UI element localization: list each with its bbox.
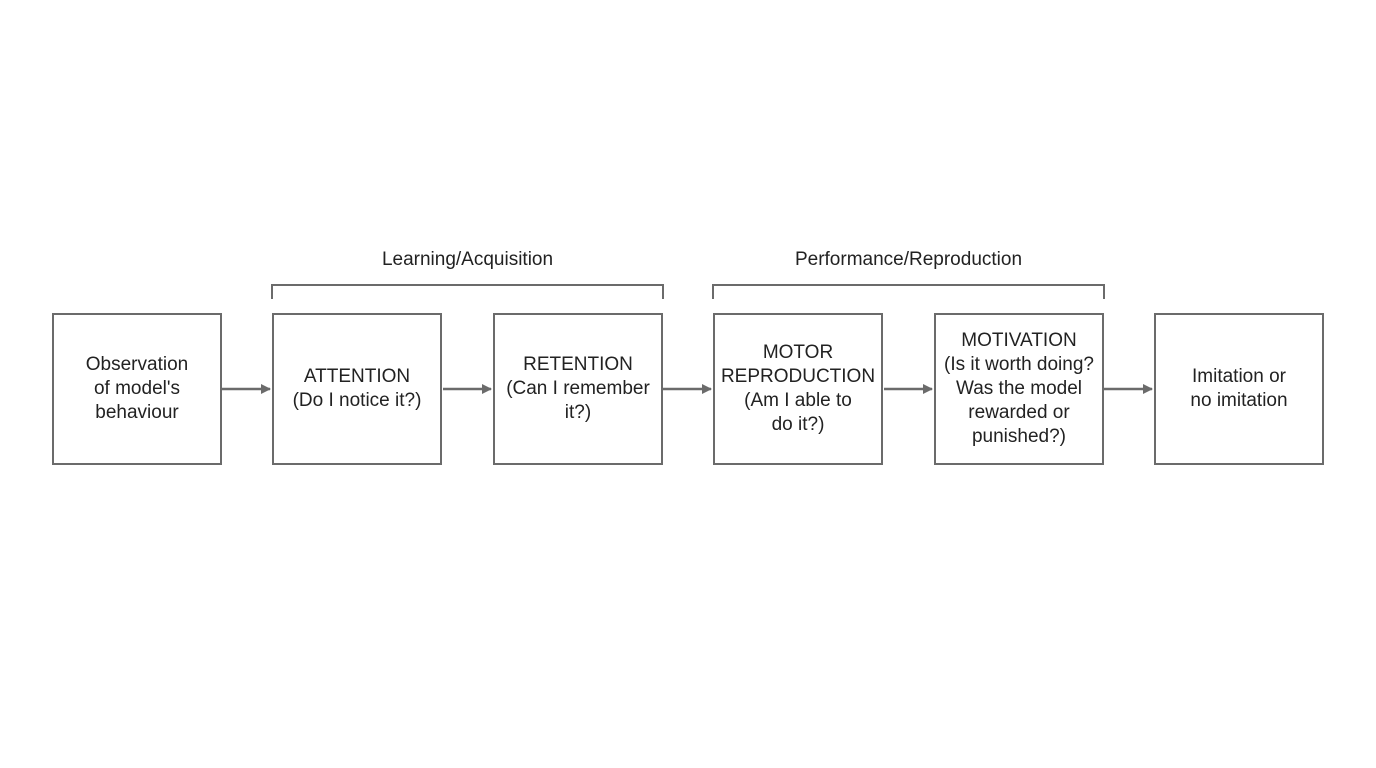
step-attention: ATTENTION (Do I notice it?): [272, 313, 442, 465]
step-imitation-line-2: no imitation: [1190, 390, 1288, 411]
step-motor-reproduction-line-4: do it?): [771, 414, 825, 435]
step-observation-line-2: of model's: [93, 378, 180, 399]
bracket-learning-acquisition: [271, 284, 664, 299]
step-motivation-line-5: punished?): [971, 426, 1067, 447]
step-attention-line-1: ATTENTION: [303, 366, 411, 387]
step-retention-line-2: (Can I remember: [506, 378, 650, 399]
step-motivation-line-3: Was the model: [955, 378, 1082, 399]
group-label-performance-reproduction: Performance/Reproduction: [794, 249, 1023, 270]
step-retention-line-3: it?): [564, 402, 592, 423]
step-attention-line-2: (Do I notice it?): [292, 390, 422, 411]
step-motivation-line-4: rewarded or: [968, 402, 1070, 423]
step-motor-reproduction-line-3: (Am I able to: [744, 390, 852, 411]
step-imitation-line-1: Imitation or: [1192, 366, 1286, 387]
step-retention-line-1: RETENTION: [523, 354, 633, 375]
bracket-performance-reproduction: [712, 284, 1105, 299]
step-imitation: Imitation or no imitation: [1154, 313, 1324, 465]
step-observation-line-1: Observation: [85, 354, 189, 375]
step-motor-reproduction-line-1: MOTOR: [762, 342, 834, 363]
step-motivation-line-2: (Is it worth doing?: [944, 354, 1094, 375]
step-retention: RETENTION (Can I remember it?): [493, 313, 663, 465]
step-motor-reproduction-line-2: REPRODUCTION: [720, 366, 876, 387]
step-observation-line-3: behaviour: [95, 402, 179, 423]
step-motivation-line-1: MOTIVATION: [961, 330, 1077, 351]
group-label-learning-acquisition: Learning/Acquisition: [381, 249, 554, 270]
step-motor-reproduction: MOTOR REPRODUCTION (Am I able to do it?): [713, 313, 883, 465]
step-observation: Observation of model's behaviour: [52, 313, 222, 465]
step-motivation: MOTIVATION (Is it worth doing? Was the m…: [934, 313, 1104, 465]
